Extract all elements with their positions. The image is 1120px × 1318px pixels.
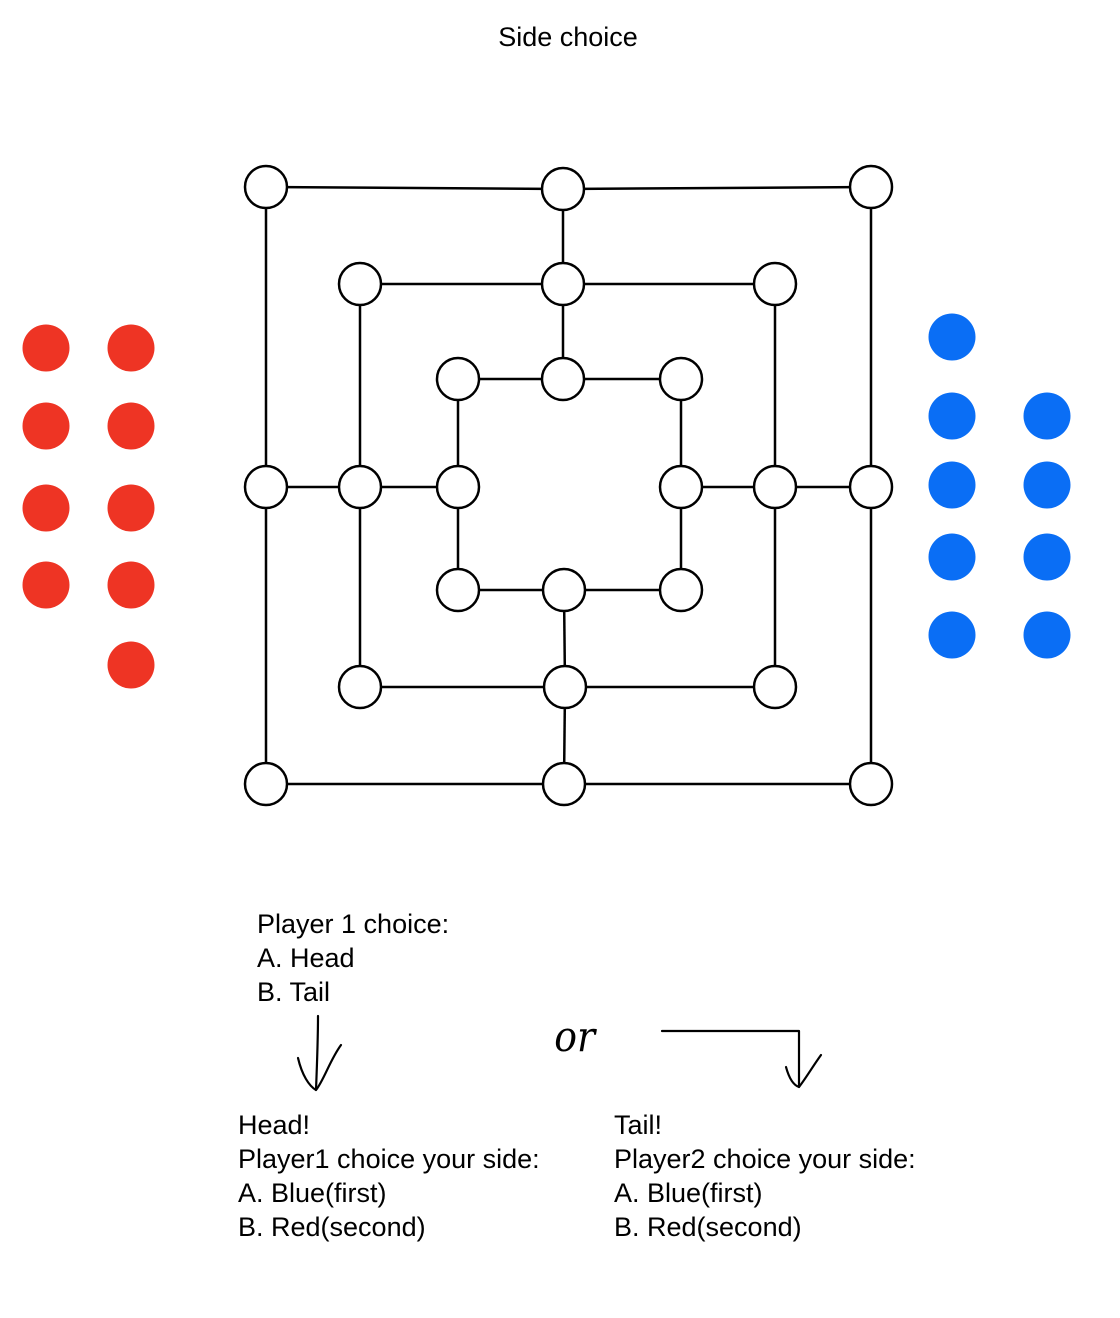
option-tail[interactable]: B. Tail — [257, 977, 331, 1007]
head-result-panel: Head! Player1 choice your side: A. Blue(… — [238, 1108, 540, 1244]
board-point[interactable] — [542, 664, 588, 710]
blue-piece[interactable] — [1023, 533, 1071, 581]
red-piece[interactable] — [22, 484, 70, 532]
board-point[interactable] — [243, 464, 289, 510]
tail-result-heading: Tail! — [614, 1110, 663, 1140]
board-point[interactable] — [540, 166, 586, 212]
blue-piece[interactable] — [1023, 392, 1071, 440]
board-point[interactable] — [752, 261, 798, 307]
board-point[interactable] — [435, 356, 481, 402]
board-point[interactable] — [658, 567, 704, 613]
head-side-prompt: Player1 choice your side: — [238, 1144, 540, 1174]
board-point[interactable] — [658, 464, 704, 510]
blue-piece[interactable] — [1023, 461, 1071, 509]
board-point[interactable] — [243, 164, 289, 210]
bent-arrow-shaft — [660, 1029, 801, 1089]
red-piece[interactable] — [22, 402, 70, 450]
prompt-heading: Player 1 choice: — [257, 909, 450, 939]
head-option-blue[interactable]: A. Blue(first) — [238, 1178, 387, 1208]
board-point[interactable] — [337, 261, 383, 307]
red-piece[interactable] — [107, 484, 155, 532]
blue-piece[interactable] — [928, 392, 976, 440]
red-piece[interactable] — [22, 561, 70, 609]
blue-piece[interactable] — [928, 461, 976, 509]
board-point[interactable] — [435, 567, 481, 613]
page-title: Side choice — [498, 22, 638, 52]
red-piece[interactable] — [107, 402, 155, 450]
board-point[interactable] — [541, 567, 587, 613]
bent-arrow-head — [784, 1053, 823, 1089]
board-point[interactable] — [752, 464, 798, 510]
board-ring-line — [358, 282, 777, 689]
board-ring-line — [456, 377, 683, 592]
blue-piece[interactable] — [928, 611, 976, 659]
board-point[interactable] — [658, 356, 704, 402]
tail-side-prompt: Player2 choice your side: — [614, 1144, 916, 1174]
blue-piece[interactable] — [928, 313, 976, 361]
board-point[interactable] — [243, 761, 289, 807]
board-point[interactable] — [337, 464, 383, 510]
board-point[interactable] — [848, 164, 894, 210]
head-result-heading: Head! — [238, 1110, 311, 1140]
board-point[interactable] — [540, 356, 586, 402]
red-piece[interactable] — [107, 561, 155, 609]
board-point[interactable] — [541, 761, 587, 807]
head-option-red[interactable]: B. Red(second) — [238, 1212, 426, 1242]
player1-choice-prompt: Player 1 choice: A. Head B. Tail — [257, 907, 449, 1009]
board-point[interactable] — [337, 664, 383, 710]
down-arrow-head — [296, 1043, 343, 1092]
tail-result-panel: Tail! Player2 choice your side: A. Blue(… — [614, 1108, 916, 1244]
red-piece[interactable] — [22, 324, 70, 372]
tail-option-blue[interactable]: A. Blue(first) — [614, 1178, 763, 1208]
board-point[interactable] — [435, 464, 481, 510]
tail-option-red[interactable]: B. Red(second) — [614, 1212, 802, 1242]
board-point[interactable] — [848, 761, 894, 807]
blue-piece[interactable] — [1023, 611, 1071, 659]
option-head[interactable]: A. Head — [257, 943, 355, 973]
red-piece[interactable] — [107, 324, 155, 372]
or-label: or — [554, 1012, 596, 1061]
board-point[interactable] — [540, 261, 586, 307]
down-arrow-shaft — [314, 1014, 320, 1092]
blue-piece[interactable] — [928, 533, 976, 581]
red-piece[interactable] — [107, 641, 155, 689]
board-point[interactable] — [848, 464, 894, 510]
board-point[interactable] — [752, 664, 798, 710]
